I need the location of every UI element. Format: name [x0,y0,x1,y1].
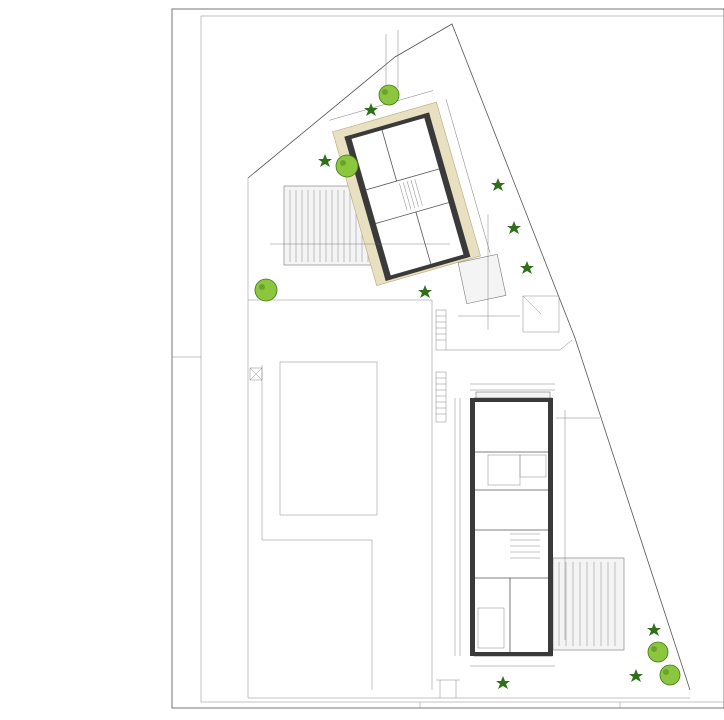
shrub-icon [647,623,661,636]
lower-dimension-lines [454,383,600,667]
pavilion [522,295,560,333]
shrub-icon [520,261,534,274]
stairs-connector [435,309,573,423]
garden-area [248,299,433,690]
tree-icon [254,278,278,302]
pool-outline [279,361,378,516]
entrance-path [436,679,460,698]
property-boundary [247,23,691,699]
shrub-icon [496,676,510,689]
tree-icon [335,154,359,178]
tree-icon [659,664,681,686]
deck-lower-right [552,557,625,651]
lower-stair [510,533,540,559]
shrub-icon [507,221,521,234]
shrub-icon [629,669,643,682]
deck-upper-right [457,253,507,305]
shrub-icon [418,285,432,298]
tree-icon [378,84,400,106]
lower-building [470,397,553,657]
upper-dimension-lines [270,30,520,330]
tree-icon [647,641,669,663]
sheet-frame [171,8,724,709]
upper-building [329,90,491,287]
shrub-icon [364,103,378,116]
shrub-icon [491,178,505,191]
shrub-icon [318,154,332,167]
